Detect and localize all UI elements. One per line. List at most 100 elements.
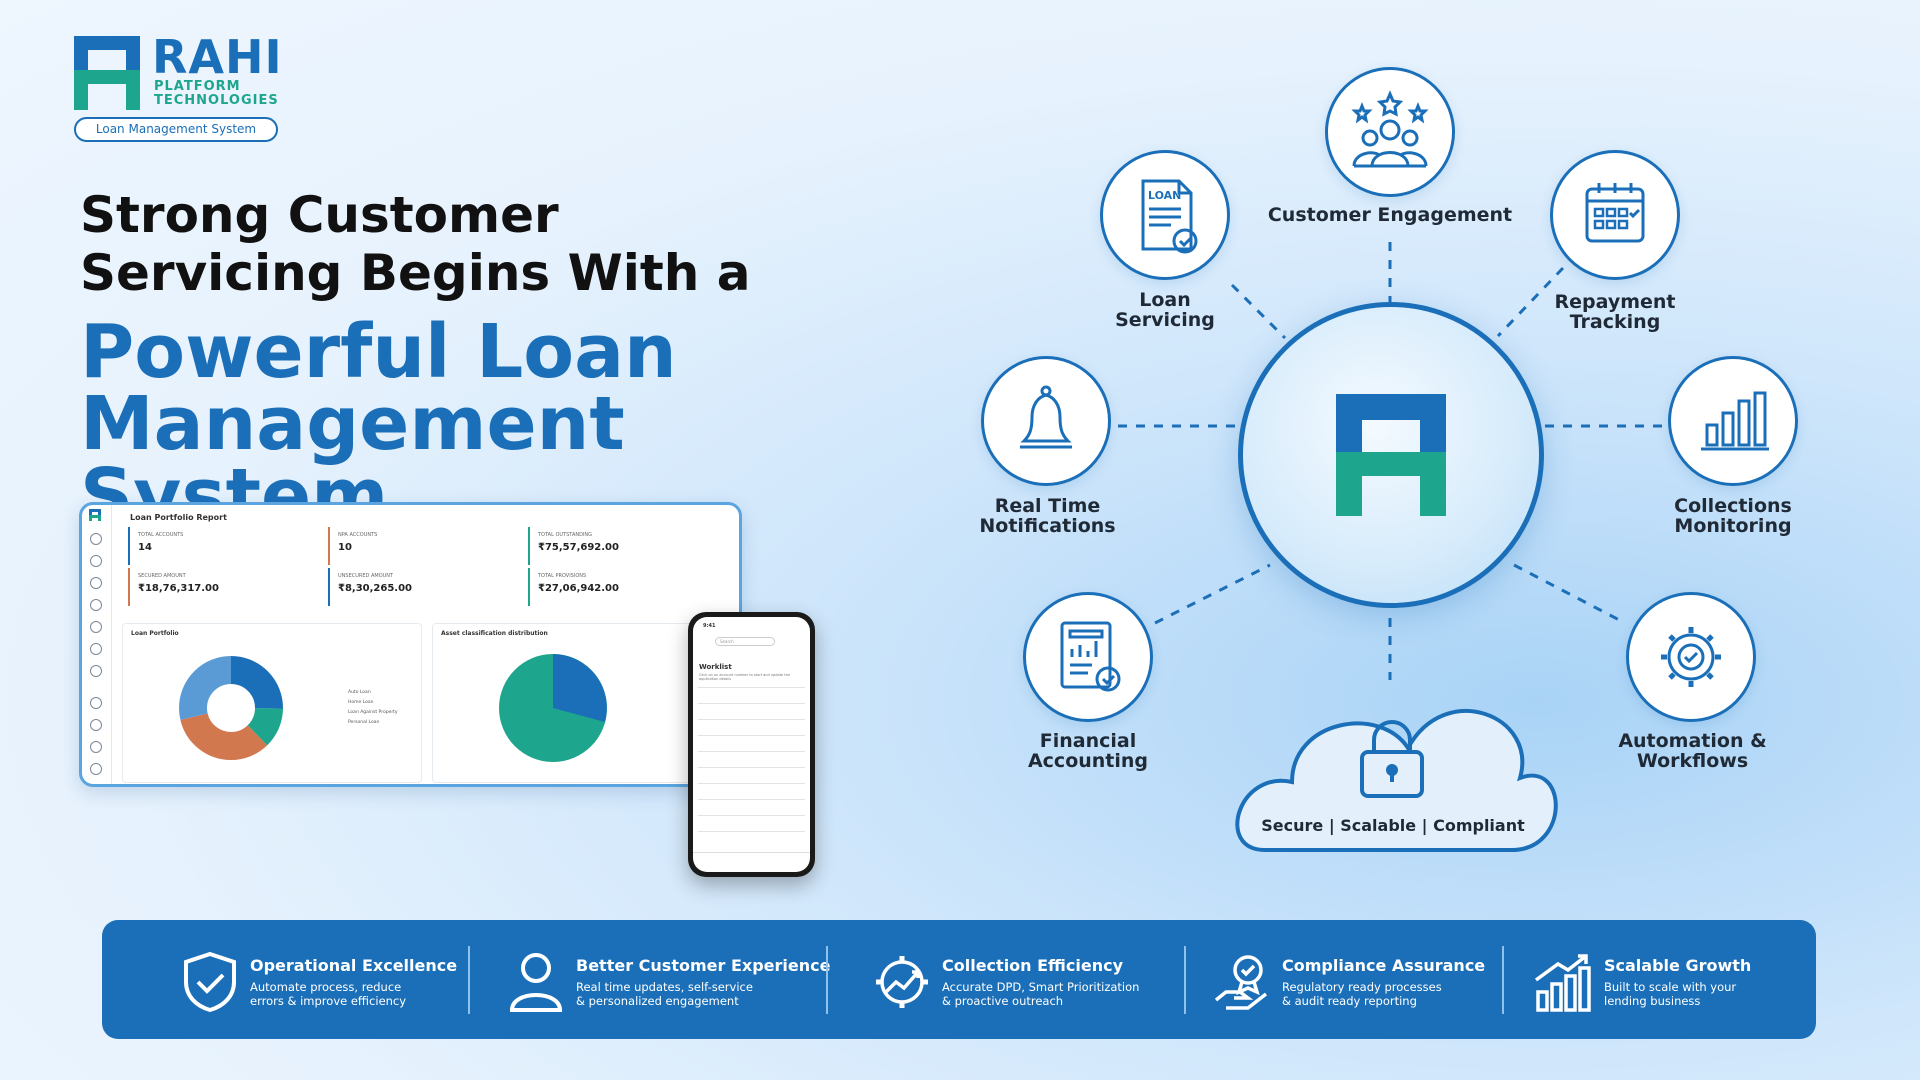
rahi-logo-icon (74, 36, 140, 110)
list-item[interactable] (698, 687, 805, 688)
menu-icon[interactable] (90, 577, 102, 589)
desc-line: Accurate DPD, Smart Prioritization (942, 980, 1140, 994)
repayment-tracking-node (1550, 150, 1680, 280)
settings-icon[interactable] (90, 555, 102, 567)
divider (1502, 946, 1504, 1014)
desc-line: Real time updates, self-service (576, 980, 753, 994)
legend-item: Auto Loan (348, 690, 371, 695)
automation-label: Automation & Workflows (1600, 731, 1785, 771)
customer-stars-icon (1351, 90, 1429, 168)
bar-chart-icon (1701, 391, 1769, 451)
gear-check-icon (1661, 627, 1721, 687)
list-item[interactable] (698, 767, 805, 768)
desc-line: Built to scale with your (1604, 980, 1737, 994)
cloud-caption: Secure | Scalable | Compliant (1261, 816, 1525, 835)
stat-card: TOTAL OUTSTANDING ₹75,57,692.00 (528, 527, 718, 565)
calendar-icon (1585, 183, 1645, 243)
label-line: Accounting (1027, 750, 1149, 772)
phone-bottom-nav[interactable] (693, 852, 810, 872)
label-line: Collections (1674, 495, 1792, 517)
stat-card: TOTAL ACCOUNTS 14 (128, 527, 318, 565)
legend-item: Loan Against Property (348, 710, 398, 715)
help-icon[interactable] (90, 741, 102, 753)
list-item[interactable] (698, 815, 805, 816)
dashboard-title: Loan Portfolio Report (130, 513, 227, 522)
stat-label: SECURED AMOUNT (138, 573, 186, 579)
collections-label: Collections Monitoring (1643, 496, 1823, 536)
stat-label: TOTAL PROVISIONS (538, 573, 587, 579)
report-icon[interactable] (90, 665, 102, 677)
svg-text:LOAN: LOAN (1148, 189, 1181, 202)
check-icon[interactable] (90, 599, 102, 611)
feature-title: Operational Excellence (250, 956, 458, 975)
list-item[interactable] (698, 799, 805, 800)
desc-line: & personalized engagement (576, 994, 739, 1008)
brand-sub-platform: PLATFORM (154, 79, 241, 94)
label-line: Monitoring (1674, 515, 1792, 537)
list-item[interactable] (698, 831, 805, 832)
divider (1184, 946, 1186, 1014)
feature-operational: Operational Excellence Automate process,… (180, 920, 470, 1039)
list-item[interactable] (698, 735, 805, 736)
product-pill: Loan Management System (74, 117, 278, 142)
headline-accent: Powerful Loan Management System (80, 309, 940, 533)
label-line: Automation & (1618, 730, 1767, 752)
automation-node (1626, 592, 1756, 722)
notifications-node (981, 356, 1111, 486)
phone-worklist-title: Worklist (699, 663, 732, 671)
phone-time: 9:41 (703, 623, 716, 629)
logout-icon[interactable] (90, 763, 102, 775)
stat-value: 10 (338, 542, 352, 553)
award-hand-icon (1214, 955, 1268, 1010)
divider (468, 946, 470, 1014)
list-item[interactable] (698, 719, 805, 720)
stat-card: UNSECURED AMOUNT ₹8,30,265.00 (328, 568, 518, 606)
divider (826, 946, 828, 1014)
stat-value: ₹18,76,317.00 (138, 583, 219, 594)
shield-check-icon (184, 951, 236, 1013)
stat-card: TOTAL PROVISIONS ₹27,06,942.00 (528, 568, 718, 606)
stat-label: NPA ACCOUNTS (338, 532, 378, 538)
financial-report-icon (1060, 621, 1121, 692)
stat-value: ₹8,30,265.00 (338, 583, 413, 594)
legend-item: Personal Loan (348, 720, 380, 725)
feature-desc: Real time updates, self-service & person… (576, 980, 786, 1008)
user-icon (509, 953, 563, 1012)
feature-title: Collection Efficiency (942, 956, 1124, 975)
desc-line: errors & improve efficiency (250, 994, 407, 1008)
panel-title: Loan Portfolio (131, 630, 179, 637)
label-line: Notifications (979, 515, 1116, 537)
dashboard-sidebar (82, 505, 112, 784)
dashboard-logo-icon (89, 509, 101, 521)
phone-search-placeholder: Search (720, 639, 734, 644)
asset-pie-chart (499, 654, 607, 762)
financial-accounting-node (1023, 592, 1153, 722)
profile-icon[interactable] (90, 697, 102, 709)
list-item[interactable] (698, 751, 805, 752)
list-item[interactable] (698, 783, 805, 784)
desc-line: Automate process, reduce (250, 980, 402, 994)
loan-servicing-node: LOAN (1100, 150, 1230, 280)
feature-collection-efficiency: Collection Efficiency Accurate DPD, Smar… (872, 920, 1182, 1039)
bell-icon (1020, 385, 1072, 449)
feature-title: Scalable Growth (1604, 956, 1752, 975)
list-item[interactable] (698, 703, 805, 704)
headline-accent1: Powerful Loan (80, 309, 677, 395)
gear-icon[interactable] (90, 621, 102, 633)
users-icon[interactable] (90, 643, 102, 655)
feature-desc: Automate process, reduce errors & improv… (250, 980, 460, 1008)
phone-mockup: 9:41 Search Worklist Click on an account… (688, 612, 815, 877)
feature-desc: Accurate DPD, Smart Prioritization & pro… (942, 980, 1162, 1008)
label-line: Repayment (1554, 291, 1676, 313)
phone-search-input[interactable]: Search (715, 637, 775, 646)
customer-engagement-label: Customer Engagement (1267, 204, 1513, 226)
loan-portfolio-panel: Loan Portfolio Auto Loan Home Loan Loan … (122, 623, 422, 783)
search-icon[interactable] (90, 533, 102, 545)
label-line: Servicing (1115, 309, 1215, 331)
info-icon[interactable] (90, 719, 102, 731)
label-line: Workflows (1636, 750, 1749, 772)
phone-screen: 9:41 Search Worklist Click on an account… (693, 617, 810, 872)
feature-customer-experience: Better Customer Experience Real time upd… (506, 920, 830, 1039)
central-hub (1238, 302, 1544, 608)
loan-servicing-label: Loan Servicing (1085, 290, 1245, 330)
